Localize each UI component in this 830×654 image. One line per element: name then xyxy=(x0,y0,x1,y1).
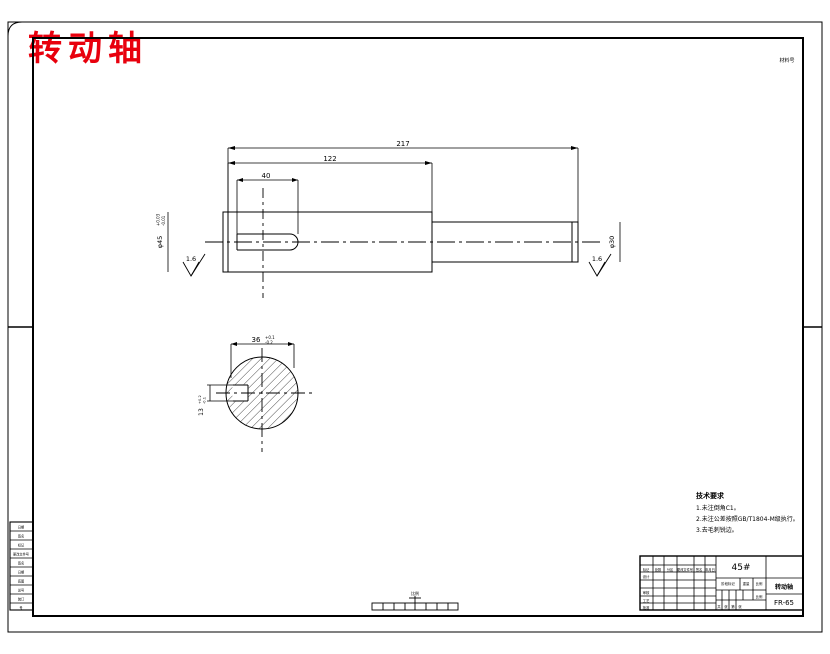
title-block-col-header-0: 标记 xyxy=(643,567,650,572)
dimension-section-width-text: 36 xyxy=(252,336,261,344)
dimension-keyway-length xyxy=(236,178,299,234)
title-block-row-label-1: 审核 xyxy=(643,590,650,595)
left-margin-block xyxy=(9,521,34,611)
left-margin-cell-0: 日期 xyxy=(18,525,24,530)
roughness-symbol-left: 1.6 xyxy=(182,253,206,277)
title-block-col-header-2: 分区 xyxy=(667,567,674,572)
dimension-section-height-group: 13 +0.2 -0.1 xyxy=(198,395,207,416)
title-block-sheet-label-3: 张 xyxy=(738,604,742,609)
dimension-right-diameter-text: φ30 xyxy=(608,236,616,249)
left-margin-cell-2: 标记 xyxy=(18,543,25,548)
dimension-mid-length-text: 122 xyxy=(323,155,336,163)
dimension-section-width xyxy=(230,342,295,378)
roughness-left-value: 1.6 xyxy=(186,255,196,263)
dimension-left-diameter-tol-lower: -0.01 xyxy=(161,215,166,226)
title-block-part-name: 转动轴 xyxy=(775,583,793,591)
title-block-sheet-label-1: 张 xyxy=(724,604,728,609)
title-block-scale-value: 比例 xyxy=(756,594,763,599)
technical-requirements-line-1: 1.未注倒角C1。 xyxy=(696,504,740,512)
dimension-section-height xyxy=(207,384,248,402)
sheet-outer-border xyxy=(7,21,823,633)
technical-requirements: 技术要求 1.未注倒角C1。 2.未注公差按照GB/T1804-M级执行。 3.… xyxy=(696,491,799,534)
dimension-section-height-tol-upper: +0.2 xyxy=(198,395,202,404)
title-block-sheet-label-2: 第 xyxy=(731,604,735,609)
dimension-total-length-text: 217 xyxy=(396,140,409,148)
left-margin-cell-9: 号 xyxy=(19,605,22,610)
title-block-drawing-no: FR-65 xyxy=(774,599,794,607)
technical-requirements-line-2: 2.未注公差按照GB/T1804-M级执行。 xyxy=(696,515,799,523)
dimension-section-width-tol-upper: +0.1 xyxy=(265,335,275,340)
title-block-col-header-1: 处数 xyxy=(655,567,662,572)
dimension-left-diameter-text: φ45 xyxy=(156,236,164,249)
title-block-right-label-2: 比例 xyxy=(756,581,763,586)
dimension-total-length xyxy=(227,146,579,222)
dimension-mid-length xyxy=(227,161,433,212)
title-block-right-label-0: 阶段标记 xyxy=(721,581,735,586)
scale-bar xyxy=(371,596,459,611)
title-block-right-label-1: 重量 xyxy=(743,581,750,586)
dimension-section-width-tol-lower: -0.2 xyxy=(265,340,273,345)
roughness-right-value: 1.6 xyxy=(592,255,602,263)
title-block-col-header-4: 签名 xyxy=(696,567,702,572)
title-block-row-label-0: 设计 xyxy=(643,574,650,579)
left-margin-cell-4: 签名 xyxy=(18,561,24,566)
dimension-section-height-text: 13 xyxy=(198,408,205,416)
left-margin-cell-7: 总号 xyxy=(18,588,24,593)
scale-bar-label: 比例 xyxy=(411,590,419,596)
left-margin-cell-6: 底图 xyxy=(18,579,24,584)
technical-requirements-heading: 技术要求 xyxy=(696,491,725,500)
dimension-left-diameter-group: φ45 +0.03 -0.01 xyxy=(156,213,166,248)
left-margin-cell-1: 签名 xyxy=(18,534,24,539)
title-block-col-header-5: 年月日 xyxy=(705,567,715,572)
title-block-col-header-3: 更改文件号 xyxy=(677,567,693,572)
title-block-sheet-label-0: 共 xyxy=(717,604,721,609)
dimension-keyway-length-text: 40 xyxy=(262,172,271,180)
technical-requirements-line-3: 3.去毛刺锐边。 xyxy=(696,526,738,534)
dimension-section-height-tol-lower: -0.1 xyxy=(203,397,207,404)
title-block-row-label-3: 批准 xyxy=(643,605,650,610)
left-margin-cell-8: 装订 xyxy=(18,597,25,602)
roughness-symbol-right: 1.6 xyxy=(588,253,612,277)
border-corner-arc xyxy=(7,21,23,37)
title-block-row-label-2: 工艺 xyxy=(643,598,650,603)
left-margin-cell-5: 日期 xyxy=(18,570,24,575)
dimension-right-diameter-group: φ30 xyxy=(608,236,616,249)
section-view xyxy=(216,348,312,452)
dimension-left-diameter-tol-upper: +0.03 xyxy=(156,213,161,226)
sheet-inner-frame xyxy=(32,37,804,617)
title-block xyxy=(639,555,804,611)
corner-material-label: 材料号 xyxy=(779,57,794,64)
title-block-material: 45# xyxy=(732,563,751,573)
left-margin-cell-3: 更改文件号 xyxy=(13,552,29,557)
